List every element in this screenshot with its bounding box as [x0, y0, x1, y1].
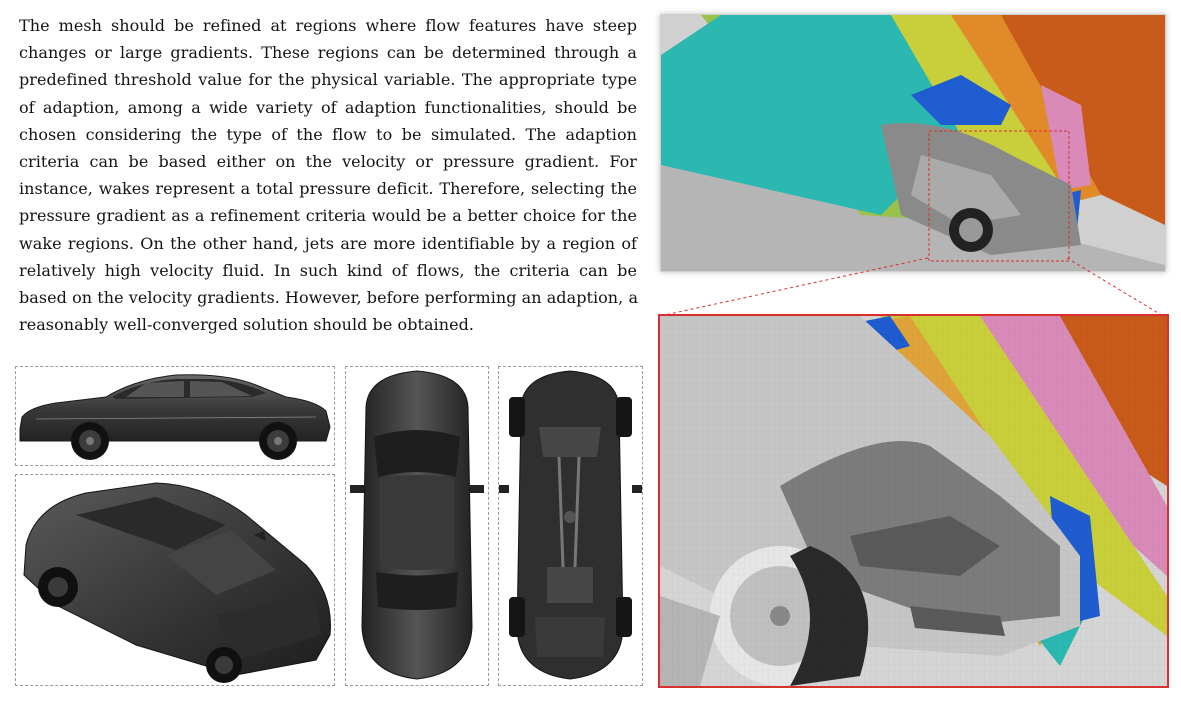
car-isometric-view-image [23, 482, 331, 683]
paragraph-line: chosen considering the type of the flow … [19, 124, 637, 144]
paragraph-line: relatively high velocity fluid. In such … [19, 260, 637, 280]
adapted-mesh-zoom-panel [658, 314, 1169, 688]
car-top-view-panel [345, 366, 489, 686]
paragraph-line: changes or large gradients. These region… [19, 43, 637, 63]
car-side-view-panel [15, 366, 335, 466]
paragraph-line: The mesh should be refined at regions wh… [19, 16, 637, 35]
car-isometric-view-panel [15, 474, 335, 686]
car-side-view-image [19, 374, 331, 460]
paragraph-line: based on the velocity gradients. However… [19, 288, 639, 308]
paragraph-line: instance, wakes represent a total pressu… [19, 179, 637, 199]
paragraph-line: predefined threshold value for the physi… [19, 70, 637, 90]
paragraph-line: of adaption, among a wide variety of ada… [19, 97, 637, 117]
paragraph-line: pressure gradient as a refinement criter… [19, 206, 637, 226]
adapted-mesh-zoom-image [660, 316, 1167, 686]
car-underbody-view-panel [498, 366, 643, 686]
car-underbody-view-image [499, 370, 642, 680]
paragraph-line: reasonably well-converged solution shoul… [19, 315, 475, 335]
car-top-view-image [350, 370, 484, 680]
paragraph-line: wake regions. On the other hand, jets ar… [19, 233, 637, 253]
adapted-mesh-overview-panel [660, 14, 1166, 272]
body-paragraph: The mesh should be refined at regions wh… [19, 12, 639, 338]
adapted-mesh-overview-image [661, 15, 1165, 271]
paragraph-line: criteria can be based either on the velo… [19, 152, 637, 172]
